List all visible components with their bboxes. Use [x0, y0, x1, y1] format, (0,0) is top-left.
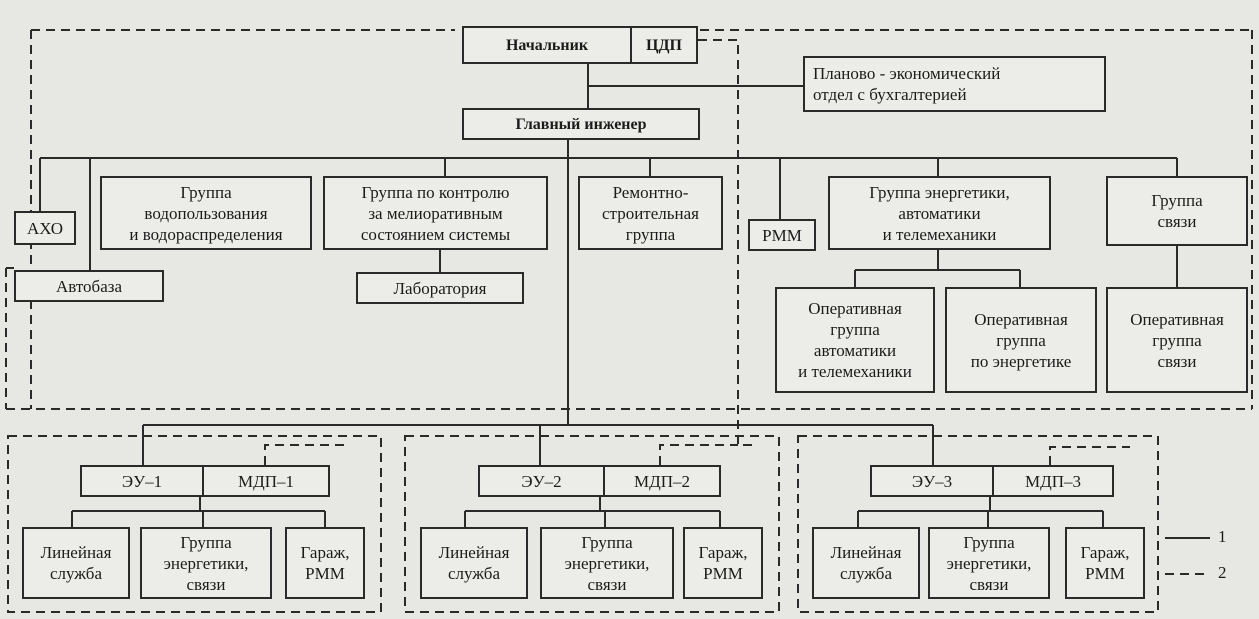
rmm-box: РММ [748, 219, 816, 251]
line-service-2-box: Линейная служба [420, 527, 528, 599]
reclamation-group-box: Группа по контролю за мелиоративным сост… [323, 176, 548, 250]
eu-3-box: ЭУ–3 [870, 465, 994, 497]
energy-comm-1-box: Группа энергетики, связи [140, 527, 272, 599]
garage-2-box: Гараж, РММ [683, 527, 763, 599]
op-automation-box: Оперативная группа автоматики и телемеха… [775, 287, 935, 393]
water-group-box: Группа водопользования и водораспределен… [100, 176, 312, 250]
chief-box: Начальник [462, 26, 632, 64]
op-energy-box: Оперативная группа по энергетике [945, 287, 1097, 393]
line-service-3-box: Линейная служба [812, 527, 920, 599]
autobase-box: Автобаза [14, 270, 164, 302]
legend-solid-label: 1 [1218, 527, 1227, 546]
comm-group-box: Группа связи [1106, 176, 1248, 246]
laboratory-box: Лаборатория [356, 272, 524, 304]
repair-group-box: Ремонтно- строительная группа [578, 176, 723, 250]
mdp-3-box: МДП–3 [992, 465, 1114, 497]
mdp-1-box: МДП–1 [202, 465, 330, 497]
energy-comm-3-box: Группа энергетики, связи [928, 527, 1050, 599]
op-comm-box: Оперативная группа связи [1106, 287, 1248, 393]
eu-1-box: ЭУ–1 [80, 465, 204, 497]
line-service-1-box: Линейная служба [22, 527, 130, 599]
eu-2-box: ЭУ–2 [478, 465, 605, 497]
mdp-2-box: МДП–2 [603, 465, 721, 497]
garage-1-box: Гараж, РММ [285, 527, 365, 599]
energy-group-box: Группа энергетики, автоматики и телемеха… [828, 176, 1051, 250]
legend-dashed-label: 2 [1218, 563, 1227, 582]
chief-engineer-box: Главный инженер [462, 108, 700, 140]
planning-dept-box: Планово - экономический отдел с бухгалте… [803, 56, 1106, 112]
energy-comm-2-box: Группа энергетики, связи [540, 527, 674, 599]
cdp-box: ЦДП [630, 26, 698, 64]
garage-3-box: Гараж, РММ [1065, 527, 1145, 599]
aho-box: АХО [14, 211, 76, 245]
